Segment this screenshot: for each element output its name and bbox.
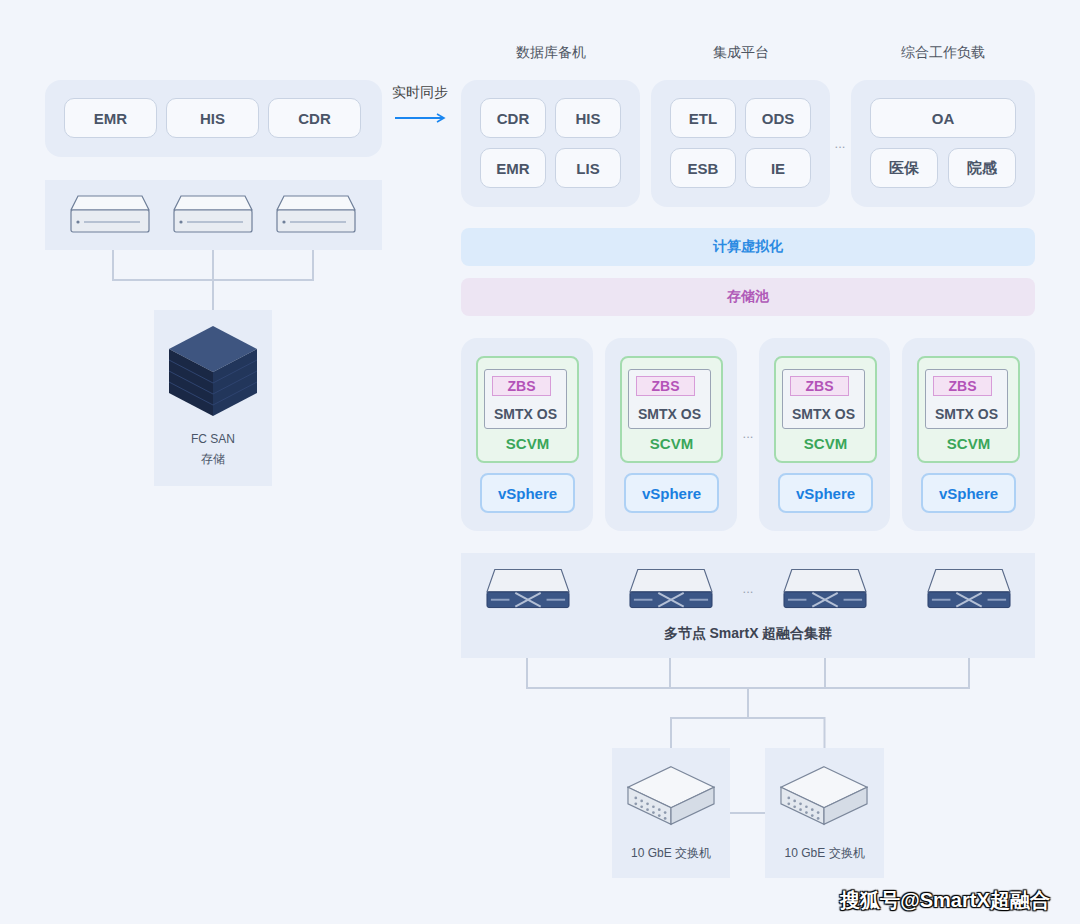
sync-label: 实时同步 bbox=[392, 84, 448, 102]
vm-box: SCVM SMTX OS ZBS bbox=[917, 356, 1020, 463]
node-label: 存储 bbox=[201, 449, 225, 469]
node-label: LIS bbox=[576, 160, 599, 177]
node-label: 多节点 SmartX 超融合集群 bbox=[664, 625, 833, 643]
node-label: 存储池 bbox=[727, 288, 769, 306]
os-box: SMTX OS ZBS bbox=[925, 369, 1008, 429]
ellipsis: ... bbox=[835, 136, 846, 151]
system-box: OA bbox=[870, 98, 1016, 138]
node-label: 院感 bbox=[967, 159, 997, 178]
node-label: ODS bbox=[762, 110, 795, 127]
node-label: HIS bbox=[200, 110, 225, 127]
node-label: EMR bbox=[94, 110, 127, 127]
cluster-panel: 多节点 SmartX 超融合集群 bbox=[461, 553, 1035, 658]
node-label: ZBS bbox=[652, 378, 680, 394]
system-box: EMR bbox=[64, 98, 157, 138]
system-box: ETL bbox=[670, 98, 736, 138]
system-box: 医保 bbox=[870, 148, 938, 188]
storage-box: FC SAN存储 bbox=[154, 310, 272, 486]
node-label: SMTX OS bbox=[783, 406, 864, 422]
vm-box: SCVM SMTX OS ZBS bbox=[620, 356, 723, 463]
node-label: vSphere bbox=[642, 485, 701, 502]
system-box: ODS bbox=[745, 98, 811, 138]
storage-tag: ZBS bbox=[636, 376, 695, 396]
system-box: CDR bbox=[268, 98, 361, 138]
layer-band: 计算虚拟化 bbox=[461, 228, 1035, 266]
storage-tag: ZBS bbox=[933, 376, 992, 396]
group-panel: 数据库备机CDRHISEMRLIS bbox=[461, 80, 640, 207]
vm-box: SCVM SMTX OS ZBS bbox=[476, 356, 579, 463]
node-label: IE bbox=[771, 160, 785, 177]
node-label: 计算虚拟化 bbox=[713, 238, 783, 256]
system-box: 院感 bbox=[948, 148, 1016, 188]
node-label: OA bbox=[932, 110, 955, 127]
node-label: SMTX OS bbox=[485, 406, 566, 422]
network-link bbox=[527, 658, 825, 748]
node-label: FC SAN bbox=[191, 429, 235, 449]
group-panel: 综合工作负载OA医保院感 bbox=[851, 80, 1035, 207]
node-label: 10 GbE 交换机 bbox=[784, 845, 864, 862]
node-label: ZBS bbox=[508, 378, 536, 394]
node-label: SMTX OS bbox=[926, 406, 1007, 422]
system-box: ESB bbox=[670, 148, 736, 188]
node-label: SCVM bbox=[478, 435, 577, 452]
group-heading: 综合工作负载 bbox=[851, 44, 1035, 62]
node-label: ZBS bbox=[806, 378, 834, 394]
node-label: CDR bbox=[497, 110, 530, 127]
system-box: EMR bbox=[480, 148, 546, 188]
ellipsis: ... bbox=[743, 581, 754, 596]
os-box: SMTX OS ZBS bbox=[782, 369, 865, 429]
node-label: SMTX OS bbox=[629, 406, 710, 422]
node-label: vSphere bbox=[939, 485, 998, 502]
layer-band: 存储池 bbox=[461, 278, 1035, 316]
node-label: HIS bbox=[575, 110, 600, 127]
node-label: SCVM bbox=[776, 435, 875, 452]
node-label: SCVM bbox=[919, 435, 1018, 452]
switch-box: 10 GbE 交换机 bbox=[765, 748, 884, 878]
group-panel: 集成平台ETLODSESBIE bbox=[651, 80, 830, 207]
network-link bbox=[527, 658, 748, 748]
node-label: EMR bbox=[496, 160, 529, 177]
hypervisor-box: vSphere bbox=[778, 473, 873, 513]
group-heading: 数据库备机 bbox=[461, 44, 640, 62]
hypervisor-box: vSphere bbox=[480, 473, 575, 513]
switch-box: 10 GbE 交换机 bbox=[612, 748, 730, 878]
system-box: HIS bbox=[555, 98, 621, 138]
system-box: CDR bbox=[480, 98, 546, 138]
node-label: ZBS bbox=[949, 378, 977, 394]
network-link bbox=[730, 812, 765, 814]
watermark: 搜狐号@SmartX超融合 bbox=[840, 887, 1050, 914]
node-label: SCVM bbox=[622, 435, 721, 452]
node-label: vSphere bbox=[796, 485, 855, 502]
system-box: LIS bbox=[555, 148, 621, 188]
node-label: 医保 bbox=[889, 159, 919, 178]
ellipsis: ... bbox=[743, 426, 754, 441]
os-box: SMTX OS ZBS bbox=[484, 369, 567, 429]
hypervisor-box: vSphere bbox=[921, 473, 1016, 513]
os-box: SMTX OS ZBS bbox=[628, 369, 711, 429]
group-heading: 集成平台 bbox=[651, 44, 830, 62]
node-label: vSphere bbox=[498, 485, 557, 502]
hypervisor-box: vSphere bbox=[624, 473, 719, 513]
node-label: ESB bbox=[688, 160, 719, 177]
system-box: HIS bbox=[166, 98, 259, 138]
storage-tag: ZBS bbox=[790, 376, 849, 396]
storage-tag: ZBS bbox=[492, 376, 551, 396]
node-label: ETL bbox=[689, 110, 717, 127]
node-label: 10 GbE 交换机 bbox=[631, 845, 711, 862]
system-box: IE bbox=[745, 148, 811, 188]
vm-box: SCVM SMTX OS ZBS bbox=[774, 356, 877, 463]
node-label: CDR bbox=[298, 110, 331, 127]
